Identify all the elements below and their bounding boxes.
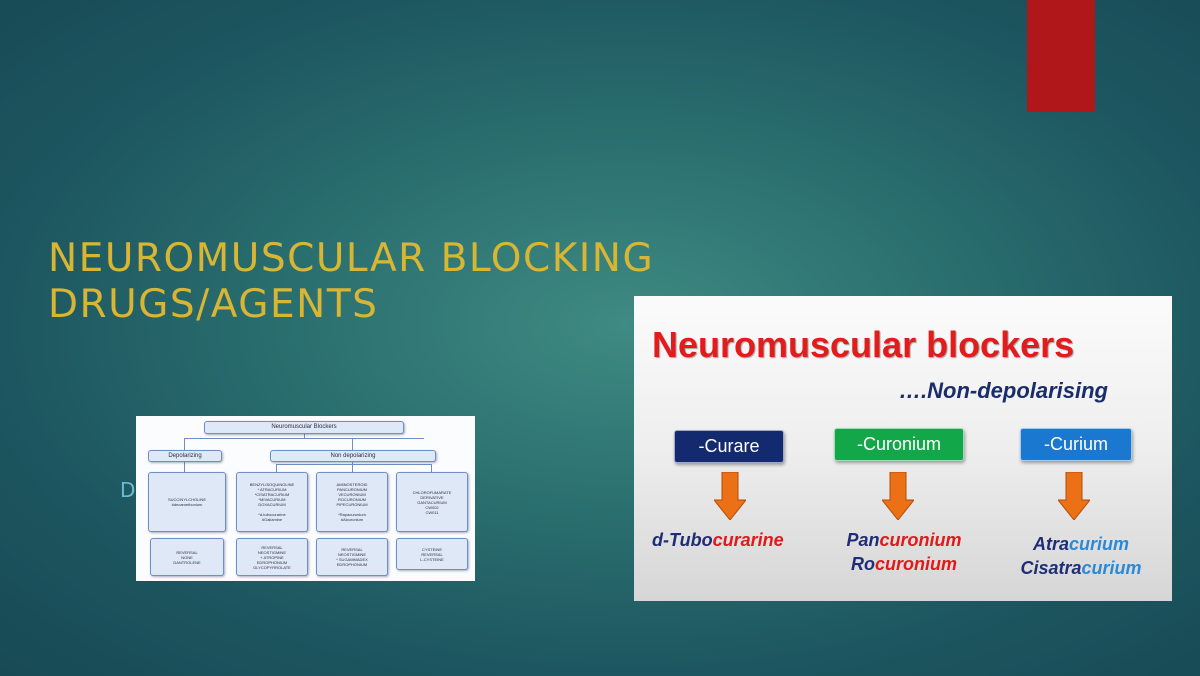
flow-col-aminosteroid: AMINOSTEROID PANCURONIUM VECURONIUM ROCU…	[316, 472, 388, 532]
accent-bar	[1027, 0, 1095, 112]
flow-depol-reversal: REVERSAL NONE DANTROLENE	[150, 538, 224, 576]
flowchart-image: Neuromuscular Blockers Depolarizing Non …	[136, 416, 475, 581]
arrow-down-icon	[1058, 472, 1090, 520]
flow-depolarizing: Depolarizing	[148, 450, 222, 462]
title-line-2: DRUGS/AGENTS	[48, 282, 379, 327]
flow-col4-reversal: CYSTEINE REVERSAL L-CYSTEINE	[396, 538, 468, 570]
nm-subtitle: ….Non-depolarising	[899, 378, 1108, 403]
drug-rocuronium: Rocuronium	[850, 554, 957, 574]
nm-title: Neuromuscular blockers	[652, 324, 1075, 365]
drug-atracurium: Atracurium	[1032, 534, 1130, 554]
drug-curonium-list: Pancuronium Rocuronium	[836, 528, 972, 576]
drug-d-tubocurarine: d-Tubocurarine	[652, 530, 784, 550]
flow-root: Neuromuscular Blockers	[204, 421, 404, 434]
arrow-down-icon	[714, 472, 746, 520]
flow-col-chlorofumarate: CHLOROFUMARATE DERIVATIVE GANTACURIUM CW…	[396, 472, 468, 532]
pill-curium: -Curium	[1020, 428, 1132, 461]
drug-cisatracurium: Cisatracurium	[1020, 558, 1142, 578]
flow-depol-drugs: SUCCINYLCHOLINE #decamethonium	[148, 472, 226, 532]
pill-curonium: -Curonium	[834, 428, 964, 461]
drug-pancuronium: Pancuronium	[846, 530, 962, 550]
arrow-down-icon	[882, 472, 914, 520]
slide-title: NEUROMUSCULAR BLOCKING DRUGS/AGENTS	[48, 236, 654, 328]
flow-col3-reversal: REVERSAL NEOSTIGMINE * SUGAMMADEX EDROPH…	[316, 538, 388, 576]
flow-col2-reversal: REVERSAL NEOSTIGMINE + ATROPINE EDROPHON…	[236, 538, 308, 576]
partially-hidden-text: D	[120, 478, 136, 502]
title-line-1: NEUROMUSCULAR BLOCKING	[48, 236, 655, 281]
pill-curare: -Curare	[674, 430, 784, 463]
flow-col-benzyl: BENZYLISOQUINOLINE * ATRACURIUM *CISATRA…	[236, 472, 308, 532]
flow-nondepolarizing: Non depolarizing	[270, 450, 436, 462]
neuromuscular-blockers-image: Neuromuscular blockers ….Non-depolarisin…	[634, 296, 1172, 601]
drug-curium-list: Atracurium Cisatracurium	[1006, 532, 1156, 580]
